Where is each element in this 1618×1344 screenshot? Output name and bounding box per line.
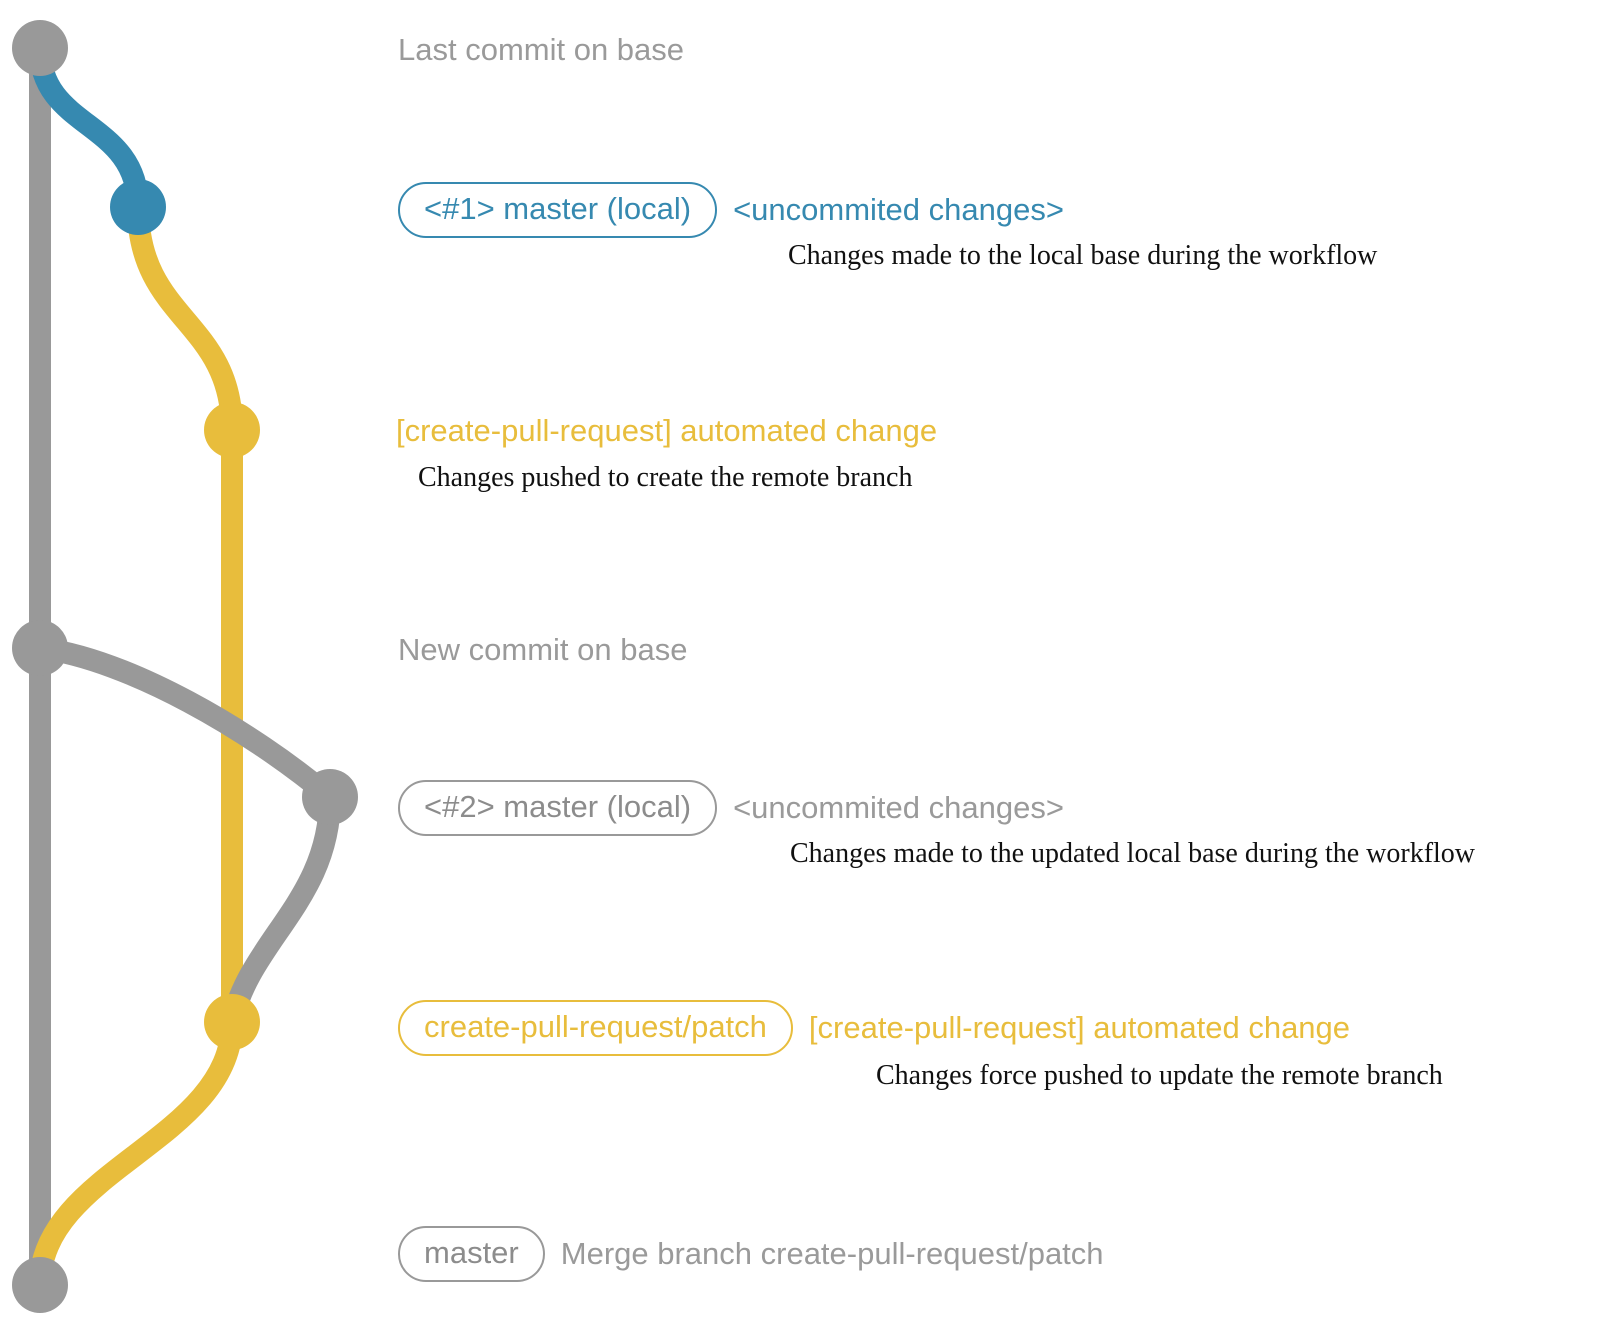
commit-description-master-local-1: Changes made to the local base during th… <box>788 240 1378 271</box>
commit-node-new-commit-on-base[interactable] <box>12 620 68 676</box>
commit-subject-new-commit-on-base: New commit on base <box>398 632 688 667</box>
commit-node-automated-change-1[interactable] <box>204 402 260 458</box>
edge-local-1-to-patch-1 <box>127 196 243 441</box>
commit-subject-master-local-1: <uncommited changes> <box>733 191 1064 227</box>
branch-badge-master[interactable]: master <box>398 1226 545 1282</box>
commit-row-merge-commit: master Merge branch create-pull-request/… <box>398 1226 1104 1282</box>
branch-badge-create-pull-request-patch[interactable]: create-pull-request/patch <box>398 1000 793 1056</box>
branch-badge-master-local-2[interactable]: <#2> master (local) <box>398 780 718 836</box>
edge-local-2-to-patch-2 <box>221 786 341 1033</box>
commit-node-master-local-1[interactable] <box>110 179 166 235</box>
edge-base-to-local-2 <box>29 637 341 808</box>
commit-subject-merge-commit: Merge branch create-pull-request/patch <box>560 1235 1104 1271</box>
commit-row-automated-change-2: create-pull-request/patch [create-pull-r… <box>398 1000 1350 1056</box>
commit-node-automated-change-2[interactable] <box>204 994 260 1050</box>
commit-description-master-local-2: Changes made to the updated local base d… <box>790 838 1476 869</box>
commit-description-automated-change-2: Changes force pushed to update the remot… <box>876 1060 1443 1091</box>
branch-badge-master-local-1[interactable]: <#1> master (local) <box>398 182 718 238</box>
commit-subject-automated-change-2: [create-pull-request] automated change <box>808 1009 1351 1045</box>
commit-description-automated-change-1: Changes pushed to create the remote bran… <box>418 462 913 493</box>
commit-node-master-local-2[interactable] <box>302 769 358 825</box>
commit-subject-automated-change-1: [create-pull-request] automated change <box>396 413 938 448</box>
edge-base-to-local-1 <box>29 37 149 218</box>
commit-subject-last-commit-on-base: Last commit on base <box>398 32 685 67</box>
commit-node-last-commit-on-base[interactable] <box>12 20 68 76</box>
commit-row-master-local-1: <#1> master (local) <uncommited changes> <box>398 182 1064 238</box>
edge-patch-2-to-merge <box>29 1011 243 1296</box>
commit-node-merge-commit[interactable] <box>12 1257 68 1313</box>
commit-subject-master-local-2: <uncommited changes> <box>733 789 1064 825</box>
commit-row-master-local-2: <#2> master (local) <uncommited changes> <box>398 780 1064 836</box>
